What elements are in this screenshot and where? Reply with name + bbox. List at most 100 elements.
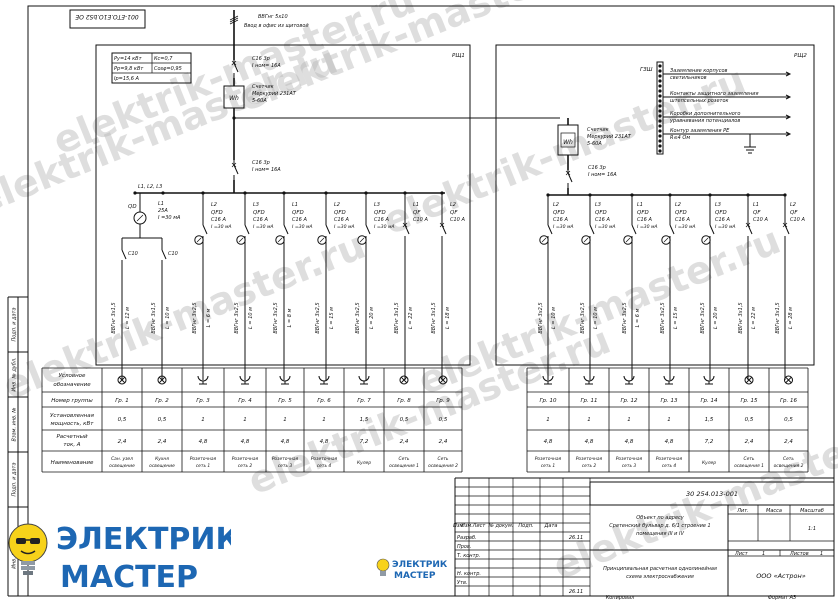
drawing-name: Принципиальная расчетная однолинейная	[603, 566, 717, 572]
table-row-label: мощность, кВт	[51, 421, 95, 427]
device-phase: L3	[374, 202, 380, 208]
rcd-label: L1	[158, 201, 164, 207]
group-current: 7,2	[360, 439, 369, 445]
rcbo-contact	[283, 224, 289, 235]
side-strip-label: Взам. инв. №	[12, 408, 18, 442]
feed-cable: ВВГнг 5х10	[258, 14, 288, 20]
group-power: 1,5	[705, 417, 714, 423]
meter-2-inner	[560, 132, 576, 148]
param-value: Кс=0,7	[154, 56, 173, 62]
table-row-label: обозначение	[53, 382, 91, 388]
cable-length: L = 6 м	[206, 308, 212, 327]
group-number: Гр. 4	[238, 398, 252, 404]
group-number: Гр. 8	[397, 398, 411, 404]
device-type: QFD	[292, 210, 304, 216]
gzsh-bar	[656, 61, 664, 155]
param-value: Cosφ=0,95	[154, 66, 182, 72]
rcbo-contact	[325, 224, 331, 235]
rcbo-contact	[244, 224, 250, 235]
device-rating: С10 А	[450, 217, 465, 223]
cable-type: ВВГнг 3х2,5	[700, 302, 706, 333]
junction-dot	[133, 191, 137, 195]
feed-tick	[229, 19, 239, 25]
group-number: Гр. 9	[436, 398, 450, 404]
group-name: Сеть	[438, 456, 449, 462]
arrow-right-icon	[785, 131, 792, 137]
rcbo-mark	[238, 237, 244, 243]
arrow-right-icon	[785, 94, 792, 100]
group-name: освещения 1	[389, 463, 419, 469]
title-header: Масштаб	[800, 508, 824, 514]
rcbo-mark	[541, 237, 547, 243]
cable-length: L = 15 м	[329, 307, 335, 329]
title-header: Лист	[472, 523, 487, 529]
device-rating: С10 А	[790, 217, 805, 223]
title-header: Изм.	[453, 523, 465, 529]
table-row-label: Наименование	[51, 460, 94, 466]
junction-dot	[658, 64, 662, 68]
device-rating: С16 А	[292, 217, 307, 223]
rcbo-contact	[669, 224, 675, 235]
panel-2-breaker-label: I ном= 16А	[588, 172, 617, 178]
rcbo-contact	[547, 224, 553, 235]
rcbo-mark	[703, 237, 709, 243]
group-power: 1	[322, 417, 326, 423]
company-name: ООО «Астрон»	[756, 572, 806, 580]
device-type: QFD	[595, 210, 607, 216]
junction-dot	[658, 99, 662, 103]
junction-dot	[161, 191, 165, 195]
rcd-label: 25А	[158, 208, 168, 214]
mcb-mark	[782, 222, 788, 228]
device-type: QFD	[553, 210, 565, 216]
rcd-type: QD	[128, 204, 137, 210]
group-name: освещения 1	[734, 463, 764, 469]
table-row-label: ток, А	[63, 442, 80, 448]
panel-2-name: РЩ2	[794, 53, 807, 59]
gzsh-text: Заземление корпусов	[670, 68, 728, 74]
device-type: QFD	[675, 210, 687, 216]
group-power: 0,5	[784, 417, 793, 423]
device-leak: I =30 мА	[637, 224, 658, 230]
drawing-scale: 1:1	[808, 526, 816, 532]
cable-length: L = 22 м	[751, 307, 757, 329]
phase-label: L1, L2, L3	[138, 184, 162, 190]
device-leak: I =30 мА	[553, 224, 574, 230]
device-type: QF	[790, 210, 798, 216]
cable-length: L = 10 м	[248, 307, 254, 329]
lightbulb-icon: ЭЛЕКТРИК МАСТЕР	[8, 522, 241, 595]
table-row-label: Условное	[59, 373, 86, 379]
device-rating: С16 А	[334, 217, 349, 223]
cable-type: ВВГнг 3х2,5	[622, 302, 628, 333]
group-name: сеть 4	[317, 463, 332, 469]
group-number: Гр. 2	[155, 398, 169, 404]
socket-icon	[542, 375, 554, 382]
cable-length: L = 6 м	[635, 308, 641, 327]
rcd-mark	[136, 214, 144, 222]
cable-length: L = 20 м	[369, 307, 375, 329]
title-header: Лит.	[736, 508, 749, 514]
socket-icon	[197, 375, 209, 382]
group-name: сеть 2	[582, 463, 597, 469]
arrow-right-icon	[785, 71, 792, 77]
group-name: Сеть	[783, 456, 794, 462]
device-type: QFD	[374, 210, 386, 216]
device-leak: I =30 мА	[374, 224, 395, 230]
group-current: 4,8	[544, 439, 553, 445]
group-number: Гр. 3	[196, 398, 210, 404]
junction-dot	[658, 94, 662, 98]
rcbo-contact	[631, 224, 637, 235]
junction-dot	[658, 104, 662, 108]
group-number: Гр. 11	[580, 398, 597, 404]
cable-type: ВВГнг 3х1,5	[394, 302, 400, 333]
object-address: Объект по адресу	[636, 515, 685, 521]
group-name: Сеть	[399, 456, 410, 462]
branch-contact	[161, 249, 167, 260]
param-value: Ру=14 кВт	[114, 56, 143, 62]
group-power: 0,5	[118, 417, 127, 423]
group-name: Розеточная	[272, 456, 299, 462]
group-number: Гр. 14	[700, 398, 718, 404]
device-phase: L1	[292, 202, 298, 208]
group-number: Гр. 1	[115, 398, 129, 404]
